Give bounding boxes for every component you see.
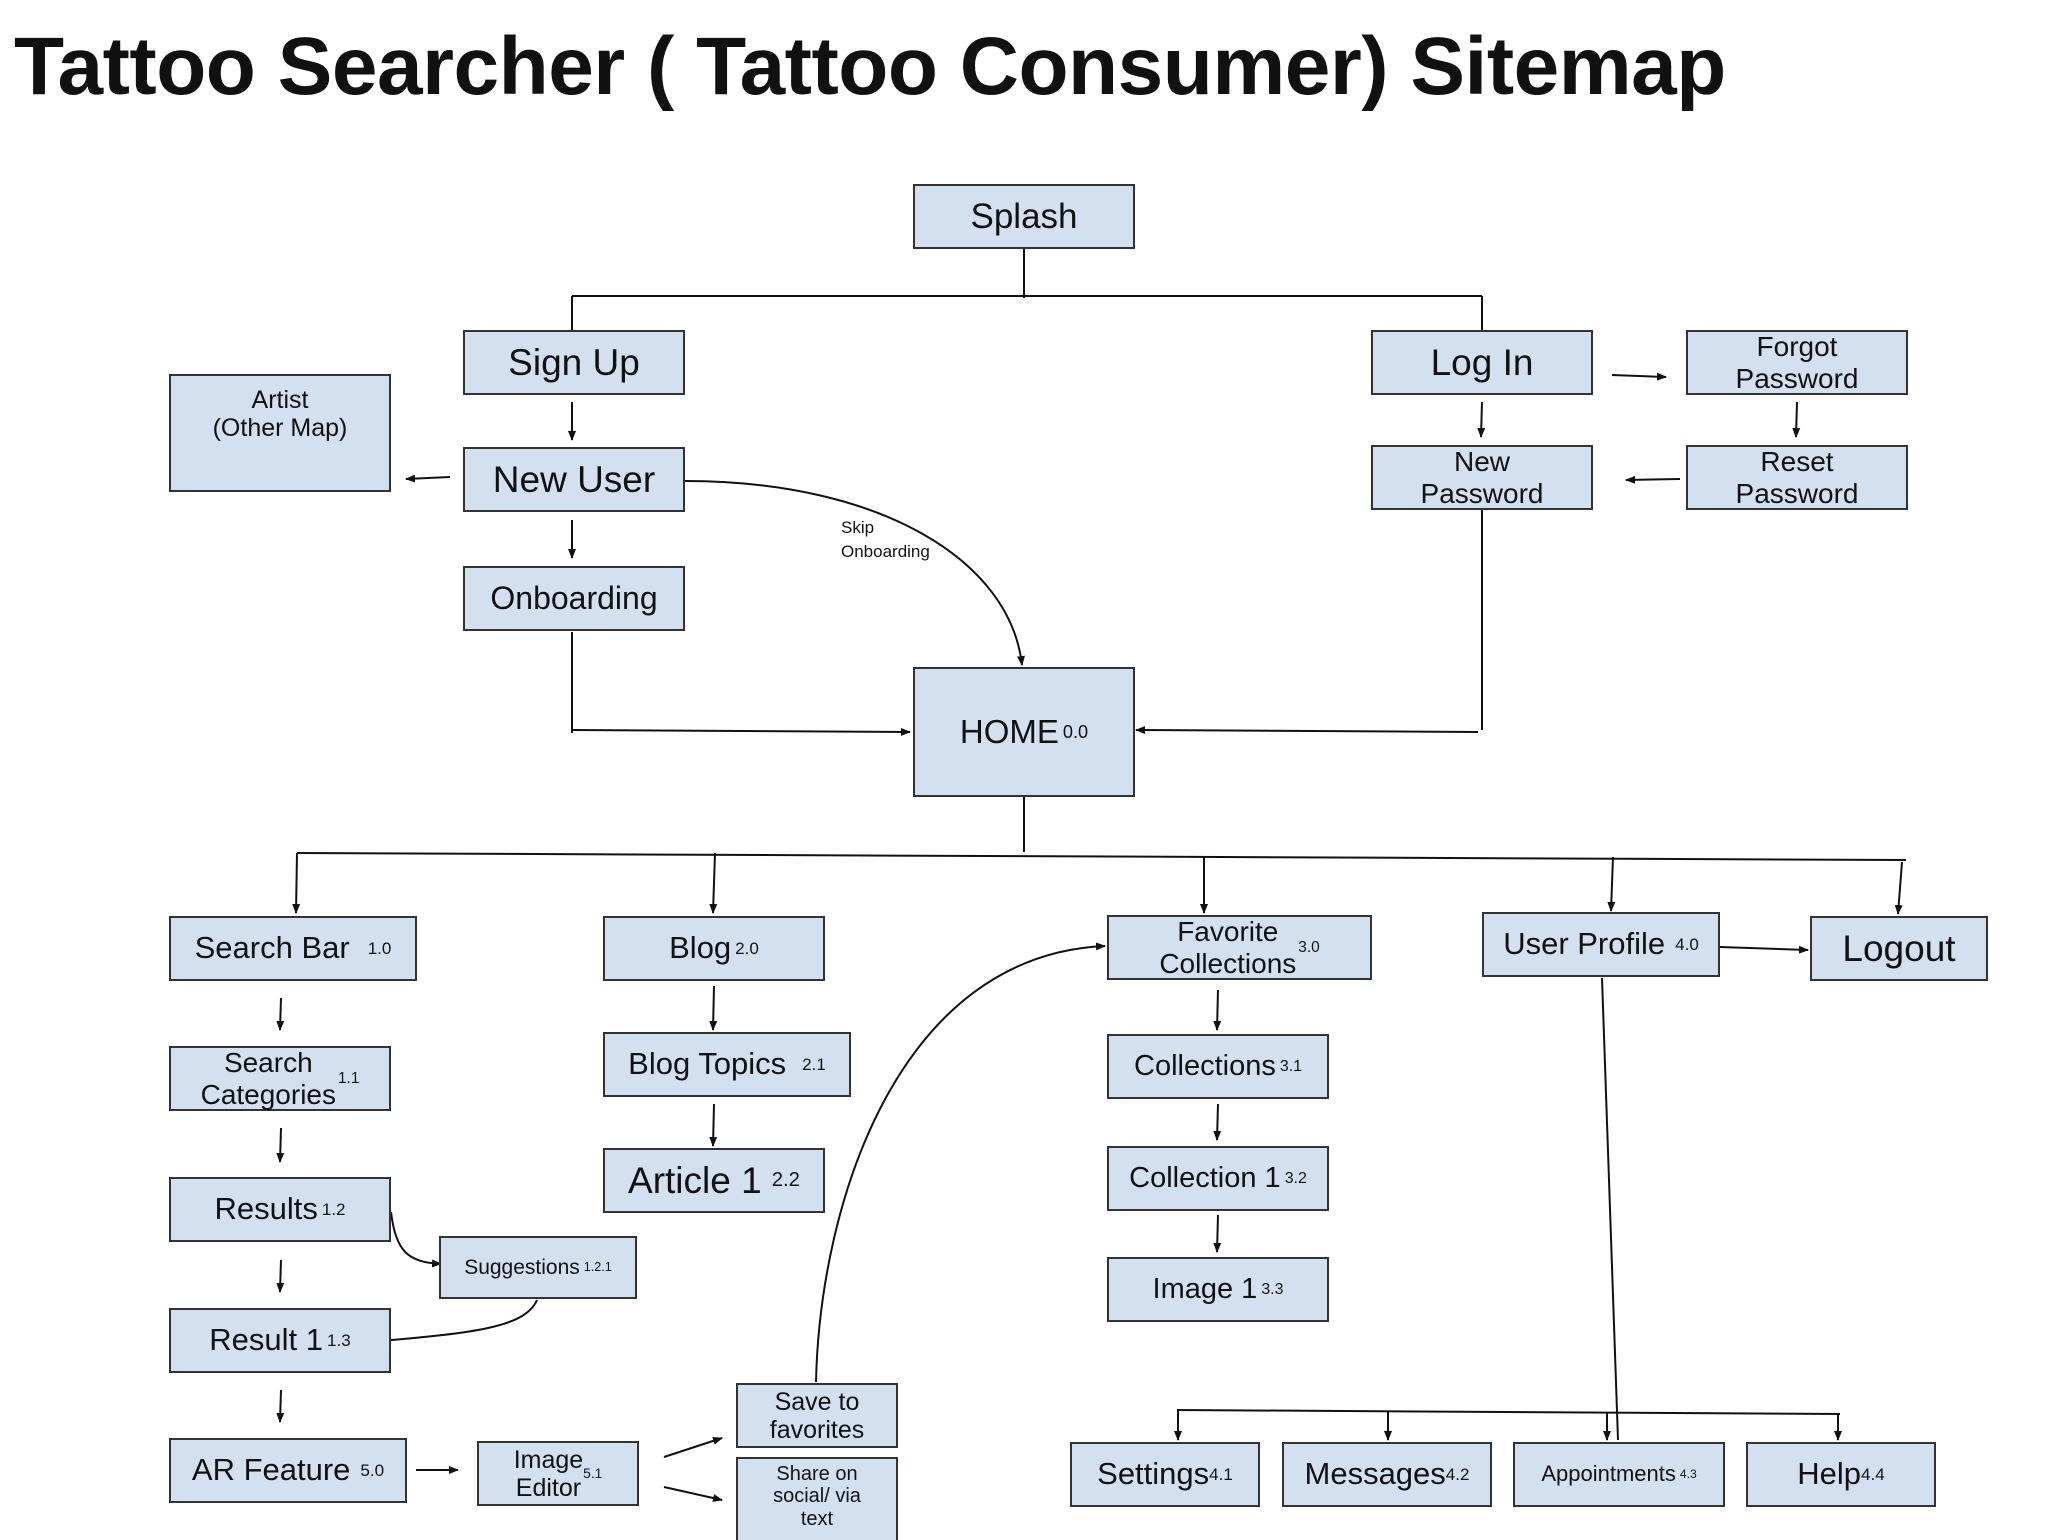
arrow: [709, 985, 718, 1031]
save-to-favorites-curve: [815, 942, 1106, 1383]
arrow: [663, 1486, 723, 1502]
node-onboarding: Onboarding: [463, 566, 685, 631]
skip-onboarding-curve: [684, 480, 1025, 666]
node-log-in: Log In: [1371, 330, 1593, 395]
arrow: [709, 1103, 718, 1147]
arrow: [276, 1389, 285, 1423]
arrow: [276, 1259, 285, 1293]
node-share: Share on social/ via text: [736, 1457, 898, 1540]
node-save-to-favorites: Save to favorites: [736, 1383, 898, 1448]
arrow: [1719, 945, 1809, 954]
arrow: [1611, 372, 1667, 381]
node-splash: Splash: [913, 184, 1135, 249]
connector: [1176, 1409, 1841, 1415]
results-to-suggestions: [390, 1211, 442, 1268]
arrow: [1477, 401, 1486, 438]
arrow: [709, 852, 718, 914]
diagram-title: Tattoo Searcher ( Tattoo Consumer) Sitem…: [14, 21, 1726, 112]
arrow: [1607, 856, 1616, 912]
arrow: [1625, 475, 1681, 484]
suggestions-to-result: [381, 1299, 538, 1345]
connector: [296, 852, 1907, 861]
arrow: [1213, 1214, 1222, 1253]
node-sign-up: Sign Up: [463, 330, 685, 395]
node-forgot-password: Forgot Password: [1686, 330, 1908, 395]
arrow: [571, 727, 911, 736]
arrow: [276, 1127, 285, 1163]
connector: [1601, 977, 1619, 1441]
node-artist: Artist (Other Map): [169, 374, 391, 492]
arrow: [1135, 726, 1479, 735]
node-reset-password: Reset Password: [1686, 445, 1908, 510]
arrow: [663, 1437, 723, 1458]
arrow: [292, 852, 301, 914]
arrow: [1894, 861, 1903, 915]
arrow: [1213, 1103, 1222, 1141]
arrow: [276, 997, 285, 1031]
skip-onboarding-label: Skip Onboarding: [841, 518, 930, 561]
node-new-user: New User: [463, 447, 685, 512]
node-new-password: New Password: [1371, 445, 1593, 510]
arrow: [1792, 401, 1801, 438]
arrow: [405, 474, 451, 483]
node-logout: Logout: [1810, 916, 1988, 981]
arrow: [1213, 989, 1222, 1031]
